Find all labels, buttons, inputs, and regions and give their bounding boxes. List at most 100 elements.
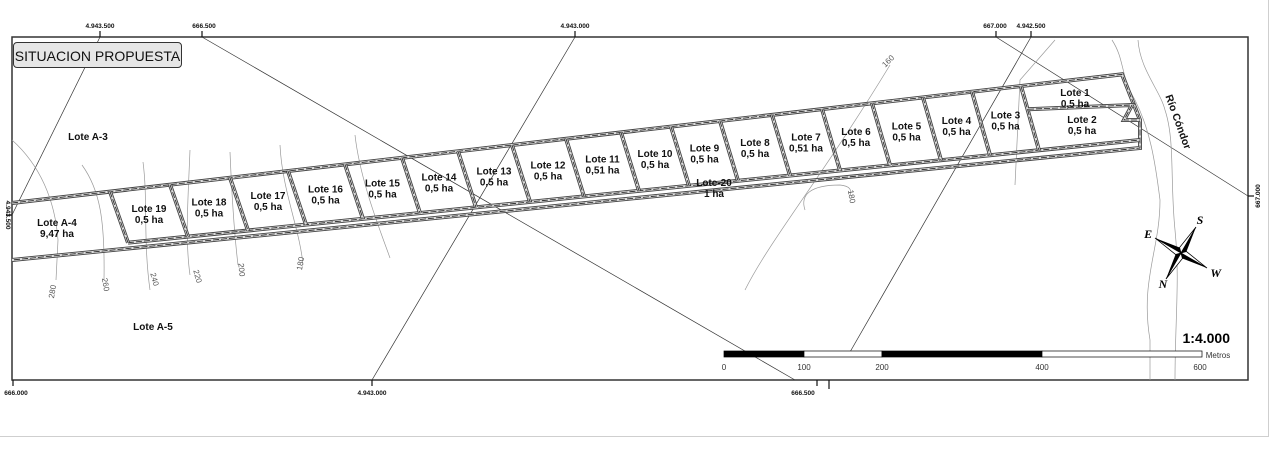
grid-label-right: 667.000 <box>1255 184 1262 208</box>
lot-area: 1 ha <box>704 189 724 200</box>
lot-area: 0,5 ha <box>942 127 971 138</box>
parcel-boundary <box>127 139 1141 244</box>
compass-s: S <box>1197 213 1204 227</box>
scale-ratio: 1:4.000 <box>1183 330 1231 346</box>
parcel-boundary <box>457 151 477 208</box>
scale-tick: 100 <box>797 363 811 372</box>
contour-label: 180 <box>295 256 306 271</box>
grid-label-top: 4.942.500 <box>1017 23 1046 30</box>
contour-lines <box>11 39 1178 381</box>
parcel-boundary <box>511 144 531 203</box>
lot-name: Lote 11 <box>585 155 620 166</box>
lot-name: Lote 17 <box>250 191 285 202</box>
grid-label-left: 4.943.500 <box>4 201 11 230</box>
scale-tick: 200 <box>875 363 889 372</box>
lot-area: 0,5 ha <box>425 183 454 194</box>
lot-area: 0,5 ha <box>254 202 283 213</box>
scale-bar <box>723 350 1203 358</box>
area-label-a3: Lote A-3 <box>68 132 108 143</box>
grid-label-bottom: 666.500 <box>791 390 815 397</box>
scale-unit: Metros <box>1206 351 1230 360</box>
lot-name: Lote A-4 <box>37 218 77 229</box>
contour-label: 160 <box>880 53 896 69</box>
grid-label-bottom: 4.943.000 <box>358 390 387 397</box>
lot-area: 0,5 ha <box>311 196 340 207</box>
parcel-boundary <box>771 114 791 176</box>
compass-rose: N E S W <box>1143 213 1222 291</box>
lot-area: 0,5 ha <box>135 215 164 226</box>
page-frame <box>0 0 1269 437</box>
parcel-boundary <box>871 103 891 166</box>
contour-label: 280 <box>47 284 58 299</box>
lot-name: Lote 13 <box>476 166 511 177</box>
grid-line <box>995 36 1249 197</box>
parcel-boundary <box>821 109 841 171</box>
compass-n: N <box>1158 277 1169 291</box>
parcel-boundary <box>11 73 1141 261</box>
lot-area: 0,5 ha <box>1061 99 1090 110</box>
lot-name: Lote 5 <box>892 122 922 133</box>
lot-name: Lote 4 <box>942 116 972 127</box>
lot-name: Lote 6 <box>841 127 871 138</box>
scale-tick: 600 <box>1193 363 1207 372</box>
lot-name: Lote 9 <box>690 143 720 154</box>
parcel-boundary <box>971 91 991 156</box>
grid-ticks <box>6 31 1254 389</box>
lot-name: Lote 18 <box>191 197 226 208</box>
lot-name: Lote 3 <box>991 111 1021 122</box>
grid-line <box>849 36 1032 353</box>
parcel-strip <box>11 72 1142 262</box>
area-label-a5: Lote A-5 <box>133 322 173 333</box>
lot-area: 0,5 ha <box>480 177 509 188</box>
parcel-boundary <box>344 164 364 219</box>
grid-label-top: 4.943.000 <box>561 23 590 30</box>
parcel-boundary <box>922 97 942 161</box>
lot-area: 0,5 ha <box>195 208 224 219</box>
grid-label-top: 4.943.500 <box>86 23 115 30</box>
lot-name: Lote 19 <box>131 204 166 215</box>
lot-name: Lote 12 <box>530 160 565 171</box>
lot-area: 0,5 ha <box>534 171 563 182</box>
parcel-boundary <box>169 184 189 237</box>
lot-area: 0,5 ha <box>741 149 770 160</box>
parcel-boundary <box>229 177 249 231</box>
contour-label: 260 <box>100 277 111 292</box>
scale-tick: 0 <box>722 363 727 372</box>
lot-name: Lote 8 <box>740 138 770 149</box>
lot-name: Lote-20 <box>696 178 732 189</box>
lot-area: 0,5 ha <box>842 138 871 149</box>
lot-name: Lote 10 <box>637 149 672 160</box>
lot-area: 0,5 ha <box>690 154 719 165</box>
scale-tick: 400 <box>1035 363 1049 372</box>
lot-name: Lote 2 <box>1067 115 1097 126</box>
lot-name: Lote 16 <box>308 185 343 196</box>
parcel-boundary <box>1027 104 1140 121</box>
parcel-boundary <box>287 170 307 225</box>
parcel-boundary <box>1020 85 1040 151</box>
lot-name: Lote 7 <box>791 132 821 143</box>
map-title: SITUACION PROPUESTA <box>13 42 182 68</box>
map-frame <box>11 36 1249 381</box>
contour-label: 200 <box>236 263 246 278</box>
parcel-boundary <box>109 191 129 243</box>
parcel-boundary <box>401 157 421 214</box>
parcel-boundary <box>670 126 690 186</box>
grid-labels: 4.943.500 666.500 4.943.000 667.000 4.94… <box>4 23 1262 397</box>
contour-label: 240 <box>148 272 160 288</box>
lot-name: Lote 14 <box>421 172 456 183</box>
parcel-boundary <box>620 132 640 191</box>
parcel-boundary <box>565 138 585 197</box>
lot-area: 0,5 ha <box>368 189 397 200</box>
lot-area: 0,5 ha <box>1068 126 1097 137</box>
compass-w: W <box>1210 266 1222 280</box>
lot-area: 0,51 ha <box>586 166 620 177</box>
lot-name: Lote 15 <box>365 178 400 189</box>
lot-area: 0,51 ha <box>789 143 823 154</box>
contour-label: 220 <box>191 269 203 285</box>
lot-area: 0,5 ha <box>991 122 1020 133</box>
grid-label-top: 667.000 <box>983 23 1007 30</box>
lot-area: 0,5 ha <box>641 160 670 171</box>
grid-label-bottom: 666.000 <box>4 390 28 397</box>
grid-line <box>201 36 796 381</box>
